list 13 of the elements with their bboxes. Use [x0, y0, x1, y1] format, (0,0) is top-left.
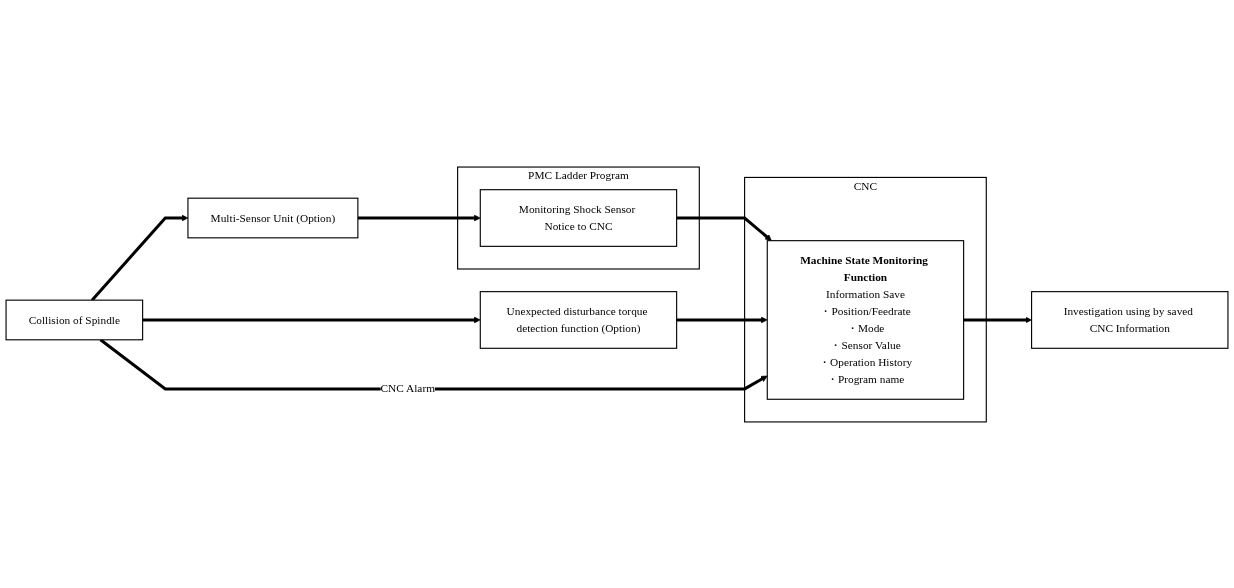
- arrow: [142, 316, 481, 323]
- arrow: [676, 216, 772, 241]
- arrow: [99, 338, 768, 390]
- node-box: Collision of Spindle: [5, 299, 144, 340]
- node-box: Machine State Monitoring Function Information Save ・Position/Feedrate ・Mode ・Sensor Value ・Operation History ・Program name: [766, 239, 965, 400]
- node-box: Monitoring Shock Sensor Notice to CNC: [479, 188, 678, 247]
- node-box: Investigation using by saved CNC Information: [1031, 290, 1229, 349]
- edge-label: CNC Alarm: [380, 382, 435, 395]
- node-box: Unexpected disturbance torque detection function (Option): [479, 290, 678, 349]
- arrow: [676, 316, 768, 323]
- arrow: [357, 214, 481, 221]
- node-box: Multi-Sensor Unit (Option): [187, 197, 359, 238]
- arrow: [963, 316, 1032, 323]
